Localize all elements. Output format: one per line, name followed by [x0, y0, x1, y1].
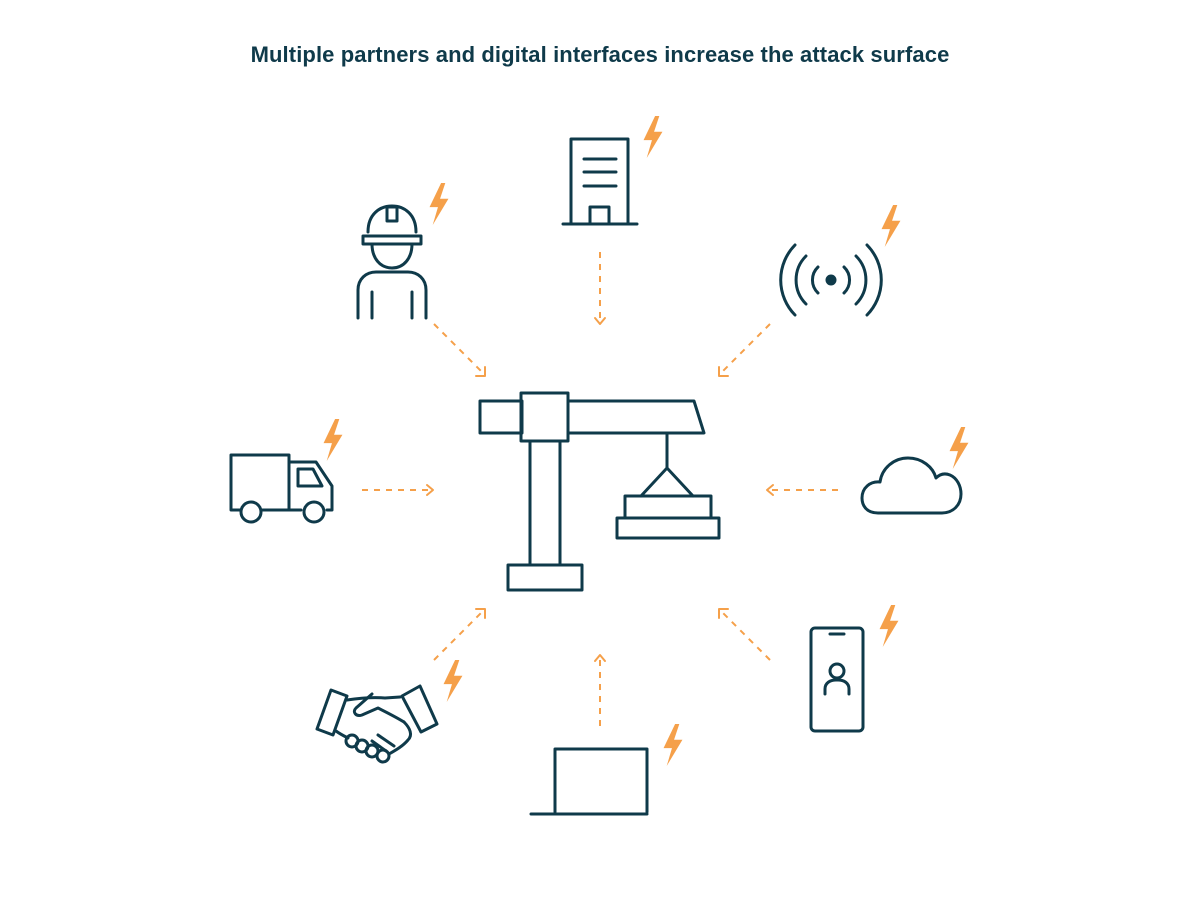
wireless-signal-icon [779, 243, 883, 317]
office-building-icon [561, 137, 639, 226]
handshake-icon [315, 684, 439, 764]
lightning-bolt-icon [443, 660, 463, 702]
arrow-phone-to-center [718, 608, 771, 661]
lightning-bolt-icon [643, 116, 663, 158]
arrow-cloud-to-center [766, 484, 838, 496]
cloud-icon [860, 456, 963, 515]
arrow-laptop-to-center [594, 654, 606, 726]
arrow-wireless-to-center [718, 323, 771, 377]
arrow-truck-to-center [362, 484, 434, 496]
laptop-icon [529, 747, 649, 816]
lightning-bolt-icon [881, 205, 901, 247]
lightning-bolt-icon [323, 419, 343, 461]
lightning-bolt-icon [429, 183, 449, 225]
lightning-bolt-icon [663, 724, 683, 766]
lightning-bolt-icon [879, 605, 899, 647]
crane-icon [478, 391, 721, 592]
delivery-truck-icon [229, 453, 334, 524]
threat-arrows [362, 252, 838, 726]
lightning-bolt-icon [949, 427, 969, 469]
arrow-handshake-to-center [433, 608, 486, 661]
diagram-title: Multiple partners and digital interfaces… [250, 42, 950, 67]
construction-worker-icon [356, 204, 428, 320]
threat-bolts [323, 116, 969, 766]
arrow-building-to-center [594, 252, 606, 325]
smartphone-user-icon [809, 626, 865, 733]
arrow-worker-to-center [433, 323, 486, 377]
